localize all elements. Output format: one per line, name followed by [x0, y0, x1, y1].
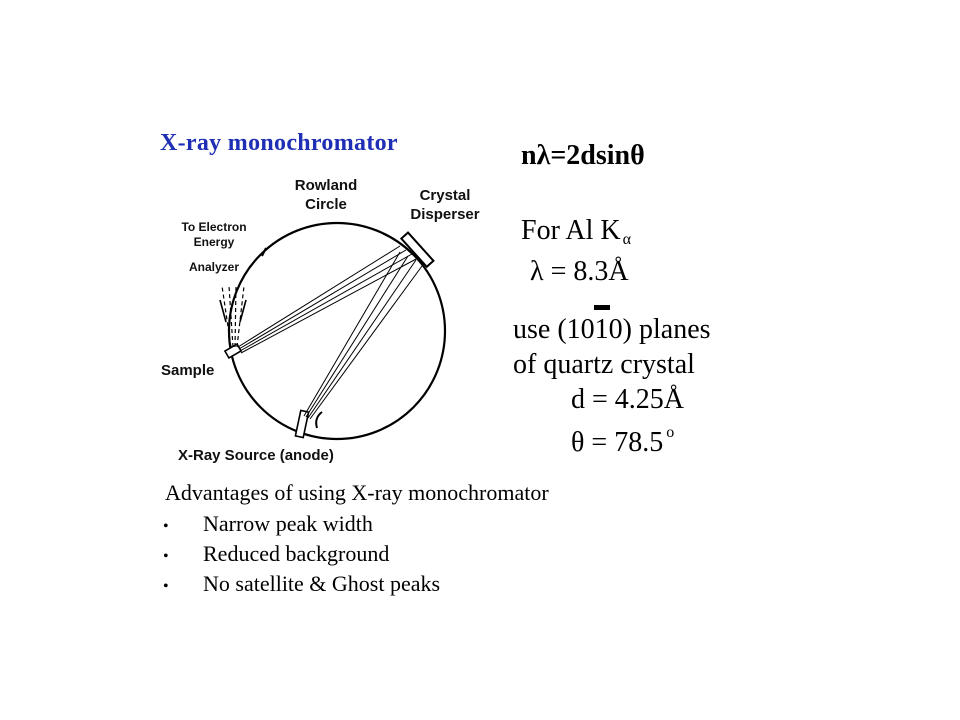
analyzer-label-line3: Analyzer — [189, 260, 239, 274]
analyzer-entrance — [219, 299, 247, 323]
rowland-label-line2: Circle — [305, 196, 347, 213]
planes-text: use (1010) planes — [513, 305, 711, 346]
theta-text: θ = 78.5 — [571, 427, 664, 458]
analyzer-label-line1: To Electron — [181, 220, 246, 234]
degree-sup: o — [666, 424, 675, 441]
bullet-icon: • — [163, 578, 169, 595]
alpha-subscript: α — [622, 231, 631, 248]
planes-before: use (10 — [513, 314, 595, 345]
advantage-text: Narrow peak width — [203, 511, 373, 536]
quartz-text: of quartz crystal — [513, 349, 695, 380]
bullet-icon: • — [163, 548, 169, 565]
diagram-title: X-ray monochromator — [160, 130, 398, 156]
for-al-text: For Al K — [521, 215, 621, 246]
list-item: • No satellite & Ghost peaks — [163, 569, 440, 599]
diffracted-beam — [237, 245, 419, 354]
sample-label: Sample — [161, 362, 214, 379]
analyzer-label: To Electron Energy Analyzer — [181, 220, 246, 274]
list-item: • Narrow peak width — [163, 509, 440, 539]
advantages-list: • Narrow peak width • Reduced background •… — [163, 509, 440, 599]
planes-after: 0) planes — [608, 314, 711, 345]
advantage-text: Reduced background — [203, 541, 390, 566]
sample-holder — [223, 342, 243, 360]
rowland-label-line1: Rowland — [295, 177, 358, 194]
analyzer-label-line2: Energy — [194, 235, 235, 249]
crystal-label-line2: Disperser — [410, 206, 479, 223]
electron-paths — [221, 285, 245, 348]
crystal-disperser — [399, 231, 435, 269]
advantage-text: No satellite & Ghost peaks — [203, 571, 441, 596]
source-label: X-Ray Source (anode) — [178, 447, 334, 464]
list-item: • Reduced background — [163, 539, 440, 569]
d-spacing-value: d = 4.25Å — [571, 384, 685, 415]
analyzer-pointer — [261, 247, 267, 257]
xray-source-anode — [294, 409, 323, 439]
advantages-heading: Advantages of using X-ray monochromator — [165, 480, 549, 505]
crystal-label-line1: Crystal — [420, 187, 471, 204]
planes-overbar-digit: 1 — [593, 305, 610, 345]
wavelength-value: λ = 8.3Å — [530, 256, 629, 287]
crystal-label: Crystal Disperser — [410, 187, 479, 223]
incident-beam — [303, 251, 423, 420]
rowland-label: Rowland Circle — [295, 177, 358, 213]
bullet-icon: • — [163, 518, 169, 535]
bragg-equation: nλ=2dsinθ — [521, 140, 645, 171]
